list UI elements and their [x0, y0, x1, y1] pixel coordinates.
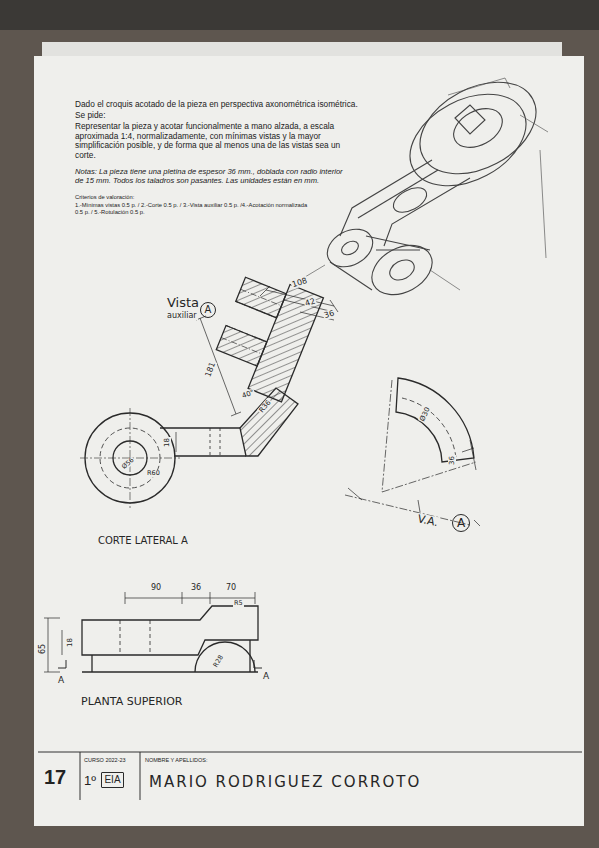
- hand-annotation: 18: [163, 437, 171, 448]
- circled-letter: A: [452, 514, 470, 532]
- hand-annotation: 36: [322, 308, 336, 321]
- hand-annotation: 90: [150, 583, 162, 592]
- hand-annotation: 65: [38, 643, 47, 655]
- hand-annotation: R36: [257, 398, 273, 415]
- printed-text: Dado el croquis acotado de la pieza en p…: [75, 100, 410, 110]
- printed-text: Notas: La pieza tiene una pletina de esp…: [75, 168, 345, 185]
- printed-text: 1º: [84, 774, 96, 789]
- circled-letter: A: [200, 302, 216, 318]
- hand-annotation: R5: [233, 600, 244, 607]
- hand-annotation: R60: [146, 470, 161, 477]
- hand-annotation: Vista: [166, 296, 200, 311]
- printed-text: 17: [44, 766, 66, 789]
- printed-text: Representar la pieza y acotar funcionalm…: [75, 122, 345, 160]
- paper-sheet: [34, 56, 584, 826]
- hand-annotation: PLANTA SUPERIOR: [80, 696, 183, 709]
- node-text: A: [457, 517, 465, 529]
- hand-annotation: 40°: [240, 388, 256, 400]
- hand-annotation: 108: [290, 276, 309, 290]
- hand-annotation: MARIO RODRIGUEZ CORROTO: [148, 774, 422, 791]
- printed-text: Se pide:: [75, 111, 105, 121]
- printed-text: 1.-Mínimas vistas 0.5 p. / 2.-Corte 0.5 …: [75, 202, 315, 215]
- hand-annotation: 42: [303, 296, 317, 309]
- hand-annotation: 181: [203, 360, 218, 379]
- hand-annotation: CORTE LATERAL A: [97, 535, 189, 547]
- printed-text: Criterios de valoración:: [75, 194, 134, 201]
- top-view: [44, 592, 262, 672]
- auxiliary-view: [345, 378, 480, 526]
- title-block: [38, 752, 582, 800]
- node-text: A: [205, 305, 212, 315]
- hand-annotation: A: [262, 671, 270, 681]
- hand-annotation: 36: [190, 583, 202, 592]
- hand-annotation: V.A.: [415, 513, 440, 530]
- section-view: [80, 268, 338, 508]
- hand-annotation: A: [57, 675, 65, 685]
- hand-annotation: Ø30: [418, 405, 432, 423]
- hand-annotation: Ø56: [120, 456, 137, 472]
- hand-annotation: 36: [448, 455, 456, 466]
- hand-annotation: 18: [66, 637, 74, 648]
- boxed-code: EIA: [101, 772, 124, 788]
- hand-annotation: 70: [225, 583, 237, 592]
- printed-text: NOMBRE Y APELLIDOS:: [145, 757, 207, 763]
- node-text: EIA: [104, 775, 120, 785]
- hand-annotation: R28: [212, 653, 226, 670]
- printed-text: CURSO 2022-23: [84, 757, 126, 763]
- top-strip: [0, 0, 599, 30]
- hand-annotation: auxiliar: [166, 311, 198, 320]
